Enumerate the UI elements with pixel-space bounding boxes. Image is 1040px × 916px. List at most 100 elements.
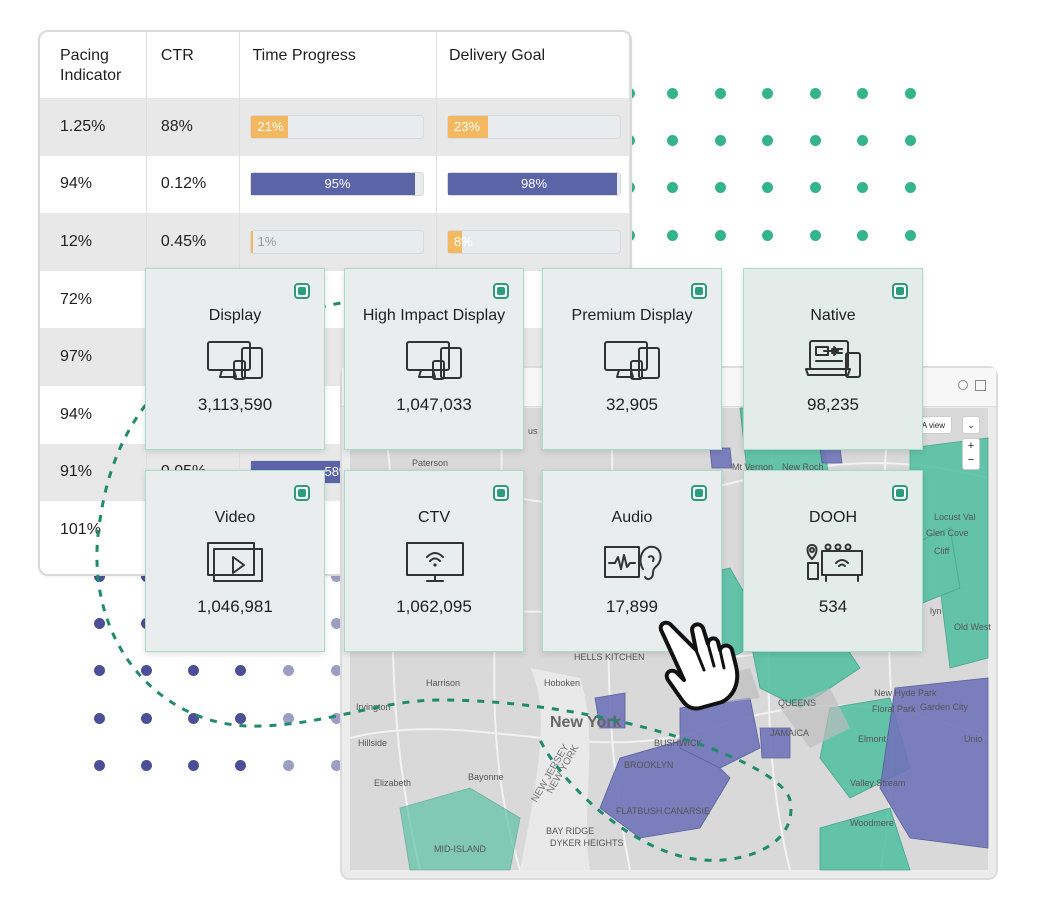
column-header-delivery-goal[interactable]: Delivery Goal: [436, 32, 630, 98]
progress-bar: 98%: [447, 172, 621, 197]
tile-value: 98,235: [807, 395, 859, 414]
map-view-dropdown-button[interactable]: ⌄: [962, 416, 980, 434]
pacing-cell: 94%: [40, 385, 147, 444]
tile-name: High Impact Display: [362, 307, 506, 324]
decorative-dot: [810, 230, 821, 241]
tile-name: DOOH: [809, 509, 857, 526]
map-label-brooklyn: BROOKLYN: [624, 760, 674, 770]
tile-value: 534: [818, 597, 848, 616]
decorative-dot: [235, 665, 246, 676]
decorative-dot: [715, 88, 726, 99]
pacing-cell: 94%: [40, 155, 147, 214]
tile-checkbox[interactable]: [294, 283, 310, 299]
table-row[interactable]: 94%0.12%95%98%: [40, 155, 630, 214]
delivery-goal-cell: 98%: [436, 155, 630, 214]
zoom-out-button[interactable]: −: [967, 454, 975, 466]
grid-icon[interactable]: [975, 380, 986, 391]
inventory-tile-dooh[interactable]: DOOH 534: [743, 470, 923, 652]
locate-icon[interactable]: [958, 380, 968, 390]
map-label-queens: QUEENS: [778, 698, 817, 708]
decorative-dot: [235, 713, 246, 724]
decorative-dot: [810, 182, 821, 193]
progress-bar-fill: [251, 115, 288, 138]
map-label-irvington: Irvington: [356, 702, 391, 712]
dooh-icon: [804, 541, 864, 583]
map-label-garden-city: Garden City: [920, 702, 969, 712]
decorative-dot: [667, 230, 678, 241]
decorative-dot: [857, 135, 868, 146]
column-header-pacing[interactable]: Pacing Indicator: [40, 32, 147, 98]
ctr-cell: 88%: [146, 98, 241, 156]
decorative-dot: [905, 135, 916, 146]
tile-checkbox[interactable]: [691, 283, 707, 299]
progress-bar: 8%: [447, 229, 621, 254]
tile-checkbox[interactable]: [493, 485, 509, 501]
table-row[interactable]: 1.25%88%21%23%: [40, 98, 630, 156]
map-label-bushwick: BUSHWICK: [654, 738, 703, 748]
ctv-icon: [405, 541, 465, 583]
audio-icon: [603, 541, 663, 583]
tile-name: CTV: [418, 509, 450, 526]
tile-checkbox[interactable]: [691, 485, 707, 501]
inventory-tile-premium-display[interactable]: Premium Display 32,905: [542, 268, 722, 450]
map-label-hoboken: Hoboken: [544, 678, 581, 688]
map-label-locust: Locust Val: [934, 512, 976, 522]
decorative-dot: [283, 713, 294, 724]
progress-bar-label: 95%: [324, 176, 351, 192]
decorative-dot: [857, 88, 868, 99]
tile-checkbox[interactable]: [892, 283, 908, 299]
progress-bar-label: 21%: [257, 118, 284, 134]
pacing-cell: 97%: [40, 328, 147, 386]
decorative-dot: [810, 135, 821, 146]
delivery-goal-cell: 8%: [436, 213, 630, 271]
tile-checkbox[interactable]: [493, 283, 509, 299]
pacing-cell: 12%: [40, 213, 147, 271]
table-header-row: Pacing Indicator CTR Time Progress Deliv…: [40, 32, 630, 98]
map-label-floral-park: Floral Park: [872, 704, 916, 714]
devices-icon: [206, 339, 266, 381]
tile-checkbox[interactable]: [294, 485, 310, 501]
decorative-dot: [188, 665, 199, 676]
devices-icon: [603, 339, 663, 381]
map-label-woodmere: Woodmere: [850, 818, 894, 828]
progress-bar-fill: [448, 230, 462, 253]
decorative-dot: [188, 760, 199, 771]
decorative-dot: [283, 760, 294, 771]
map-label-elizabeth: Elizabeth: [374, 778, 412, 788]
zoom-in-button[interactable]: +: [967, 440, 975, 452]
progress-bar: 23%: [447, 114, 621, 139]
decorative-dot: [762, 135, 773, 146]
tile-name: Premium Display: [571, 307, 693, 324]
decorative-dot: [235, 760, 246, 771]
video-icon: [206, 541, 266, 583]
map-label-glen-cove: Glen Cove: [926, 528, 969, 538]
tile-name: Native: [810, 307, 856, 324]
map-label-lyn: lyn: [930, 606, 942, 616]
tile-value: 1,046,981: [197, 597, 273, 616]
decorative-dot: [667, 182, 678, 193]
table-row[interactable]: 12%0.45%1%8%: [40, 213, 630, 271]
decorative-dot: [94, 713, 105, 724]
map-label-union: Unio: [964, 734, 983, 744]
map-label-jamaica: JAMAICA: [770, 728, 810, 738]
column-header-ctr[interactable]: CTR: [146, 32, 241, 98]
tile-value: 32,905: [606, 395, 658, 414]
pacing-cell: 91%: [40, 443, 147, 502]
progress-bar-fill: [251, 230, 254, 253]
decorative-dot: [905, 230, 916, 241]
map-label-new-hyde-park: New Hyde Park: [874, 688, 937, 698]
map-label-old-west: Old West: [954, 622, 991, 632]
decorative-dot: [141, 665, 152, 676]
native-ad-icon: [804, 339, 864, 381]
map-label-bay-ridge: BAY RIDGE: [546, 826, 595, 836]
decorative-dot: [762, 182, 773, 193]
inventory-tile-native[interactable]: Native 98,235: [743, 268, 923, 450]
column-header-time-progress[interactable]: Time Progress: [239, 32, 437, 98]
tile-checkbox[interactable]: [892, 485, 908, 501]
map-label-new-rochelle: New Roch: [782, 462, 824, 472]
